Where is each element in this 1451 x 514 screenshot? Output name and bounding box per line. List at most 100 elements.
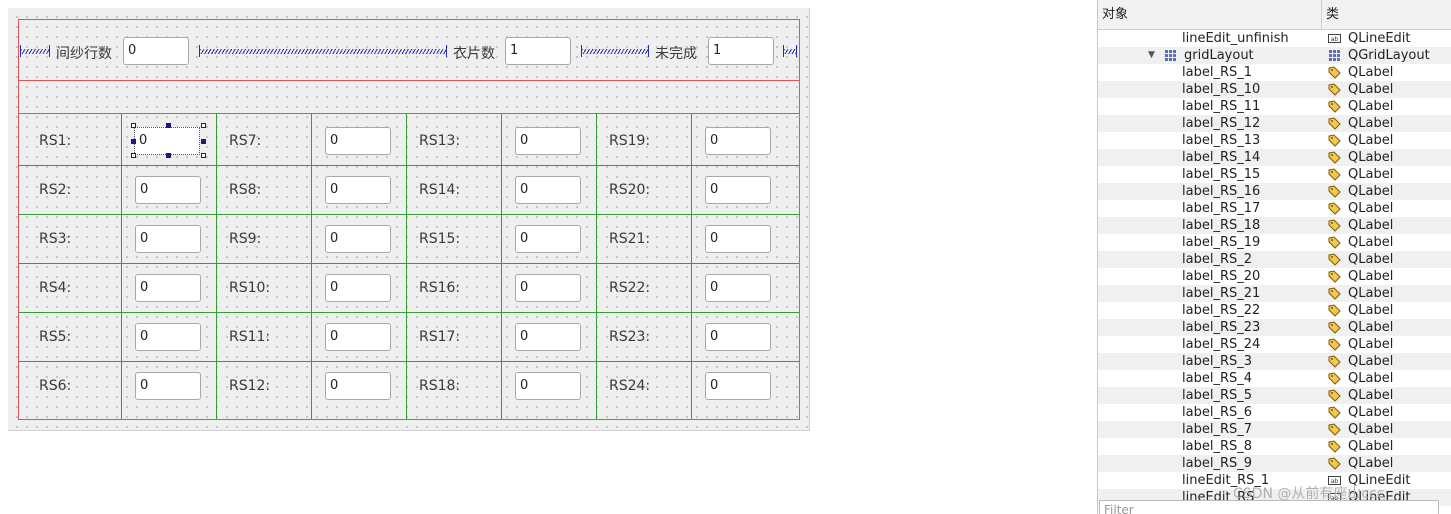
rs-input[interactable]: 0: [705, 372, 771, 400]
rs-input[interactable]: 0: [705, 176, 771, 204]
grid-divider: [406, 114, 407, 419]
label-tag-icon: [1328, 117, 1341, 130]
rs-input[interactable]: 0: [135, 372, 201, 400]
resize-handle[interactable]: [201, 139, 206, 144]
gap-rows-input[interactable]: 0: [123, 37, 189, 65]
horizontal-spacer[interactable]: [20, 45, 50, 57]
object-name: gridLayout: [1184, 48, 1254, 63]
object-class: QLabel: [1348, 303, 1394, 318]
grid-layout[interactable]: [18, 113, 800, 420]
rs-input[interactable]: 0: [515, 372, 581, 400]
resize-handle[interactable]: [201, 123, 206, 128]
rs-input[interactable]: 0: [705, 274, 771, 302]
rs-input[interactable]: 0: [325, 225, 391, 253]
rs-input[interactable]: 0: [705, 323, 771, 351]
rs-input[interactable]: 0: [325, 323, 391, 351]
resize-handle[interactable]: [131, 153, 136, 158]
object-name: label_RS_7: [1182, 422, 1252, 437]
form-canvas: 间纱行数 0 衣片数 1 未完成 1 RS1: 0 RS7: 0 RS13: 0…: [8, 8, 810, 431]
rs-label: RS4:: [39, 280, 72, 296]
object-name: label_RS_1: [1182, 65, 1252, 80]
object-name: label_RS_19: [1182, 235, 1261, 250]
resize-handle[interactable]: [166, 123, 171, 128]
resize-handle[interactable]: [131, 139, 136, 144]
rs-label: RS20:: [609, 182, 651, 198]
label-tag-icon: [1328, 253, 1341, 266]
resize-handle[interactable]: [201, 153, 206, 158]
object-name: label_RS_6: [1182, 405, 1252, 420]
rs-input-selected[interactable]: 0: [134, 127, 200, 155]
rs-input[interactable]: 0: [135, 323, 201, 351]
rs-input[interactable]: 0: [515, 176, 581, 204]
rs-input[interactable]: 0: [135, 274, 201, 302]
inspector-row[interactable]: label_RS_1 QLabel: [1098, 64, 1451, 81]
rs-input[interactable]: 0: [325, 176, 391, 204]
rs-input[interactable]: 0: [325, 372, 391, 400]
class-column-header[interactable]: 类: [1322, 0, 1451, 30]
rs-label: RS16:: [419, 280, 461, 296]
rs-input[interactable]: 0: [515, 127, 581, 155]
horizontal-spacer[interactable]: [783, 45, 797, 57]
grid-divider: [19, 165, 799, 166]
object-name: lineEdit_unfinish: [1182, 31, 1289, 46]
grid-divider: [691, 114, 692, 419]
object-class: QLabel: [1348, 65, 1394, 80]
rs-label: RS21:: [609, 231, 651, 247]
rs-input[interactable]: 0: [705, 127, 771, 155]
filter-input[interactable]: Filter: [1099, 500, 1439, 514]
object-class: QLabel: [1348, 218, 1394, 233]
label-tag-icon: [1328, 202, 1341, 215]
object-class: QLabel: [1348, 201, 1394, 216]
label-tag-icon: [1328, 338, 1341, 351]
rs-input[interactable]: 0: [135, 225, 201, 253]
pieces-input[interactable]: 1: [505, 37, 571, 65]
rs-input[interactable]: 0: [325, 274, 391, 302]
grid-divider: [19, 263, 799, 264]
horizontal-spacer[interactable]: [199, 45, 447, 57]
horizontal-spacer[interactable]: [581, 45, 649, 57]
inspector-row[interactable]: label_RS_17 QLabel: [1098, 200, 1451, 217]
resize-handle[interactable]: [166, 153, 171, 158]
object-class: QLineEdit: [1348, 31, 1411, 46]
unfinished-input[interactable]: 1: [708, 37, 774, 65]
rs-input[interactable]: 0: [515, 323, 581, 351]
resize-handle[interactable]: [131, 123, 136, 128]
grid-divider: [216, 114, 217, 419]
rs-input[interactable]: 0: [705, 225, 771, 253]
empty-layout-row[interactable]: [18, 80, 800, 114]
rs-input[interactable]: 0: [515, 274, 581, 302]
rs-input[interactable]: 0: [135, 176, 201, 204]
expand-arrow-icon[interactable]: ▼: [1148, 50, 1155, 60]
rs-input[interactable]: 0: [325, 127, 391, 155]
label-tag-icon: [1328, 185, 1341, 198]
object-column-header[interactable]: 对象: [1098, 0, 1322, 30]
rs-input[interactable]: 0: [515, 225, 581, 253]
object-name: label_RS_17: [1182, 201, 1261, 216]
